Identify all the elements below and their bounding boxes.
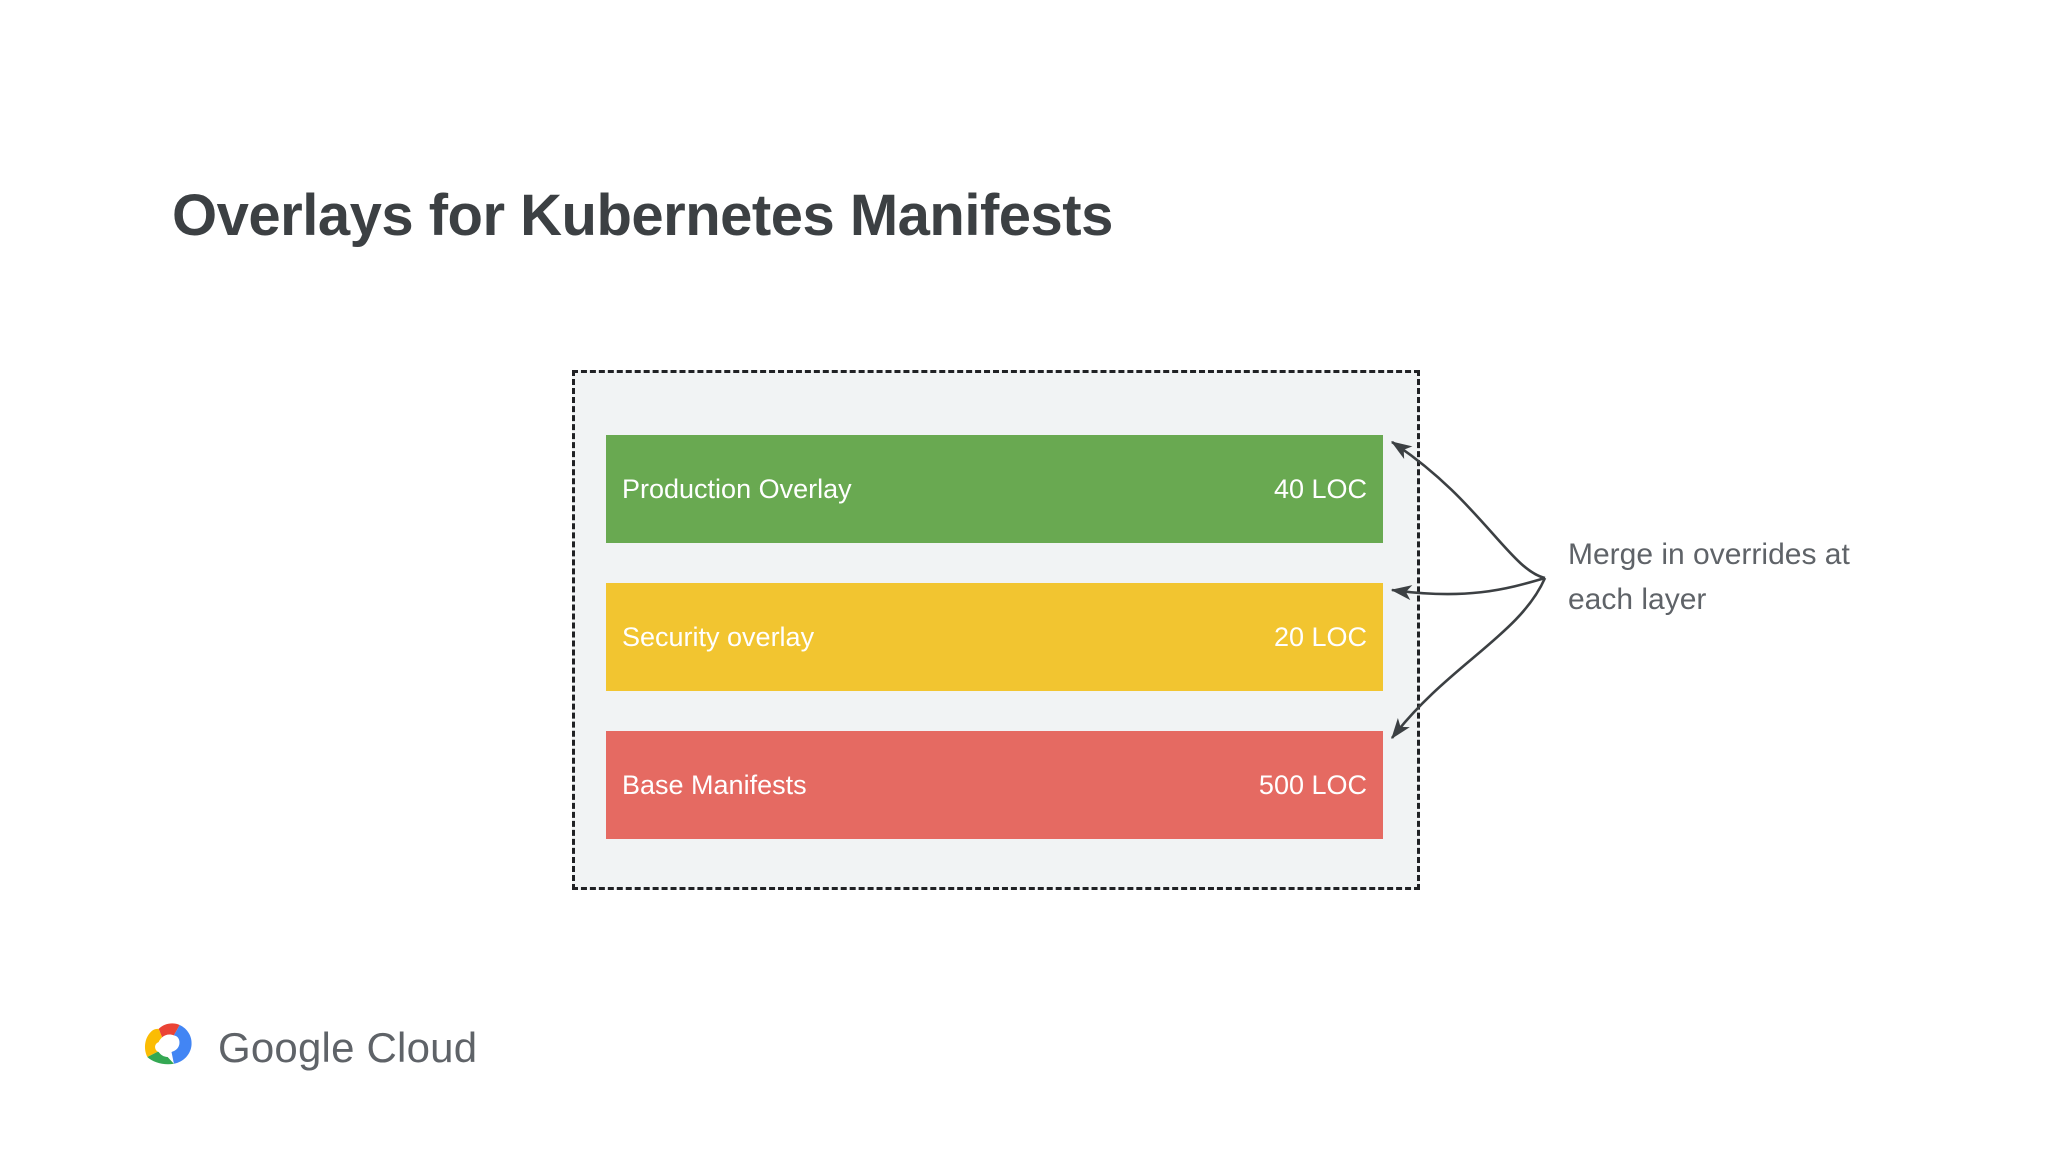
overlay-layer-security[interactable]: Security overlay 20 LOC [606, 583, 1383, 691]
brand-name-google: Google [218, 1024, 355, 1071]
overlay-stack-container: Production Overlay 40 LOC Security overl… [572, 370, 1420, 890]
google-cloud-wordmark: Google Cloud [218, 1024, 477, 1072]
page-title: Overlays for Kubernetes Manifests [172, 183, 1113, 248]
annotation-text: Merge in overrides at each layer [1568, 538, 1850, 616]
overlay-layer-value: 20 LOC [1273, 621, 1367, 652]
overlay-layer-base[interactable]: Base Manifests 500 LOC [606, 731, 1383, 839]
google-cloud-logo: Google Cloud [142, 1022, 477, 1074]
overlay-layer-label: Base Manifests [622, 769, 807, 800]
overlay-layer-label: Production Overlay [622, 473, 852, 504]
overlay-layer-label: Security overlay [622, 621, 815, 652]
brand-name-cloud: Cloud [366, 1024, 478, 1071]
overlay-layer-value: 500 LOC [1258, 769, 1367, 800]
overlay-layer-value: 40 LOC [1273, 473, 1367, 504]
overlay-layer-production[interactable]: Production Overlay 40 LOC [606, 435, 1383, 543]
google-cloud-mark-icon [145, 1023, 192, 1065]
